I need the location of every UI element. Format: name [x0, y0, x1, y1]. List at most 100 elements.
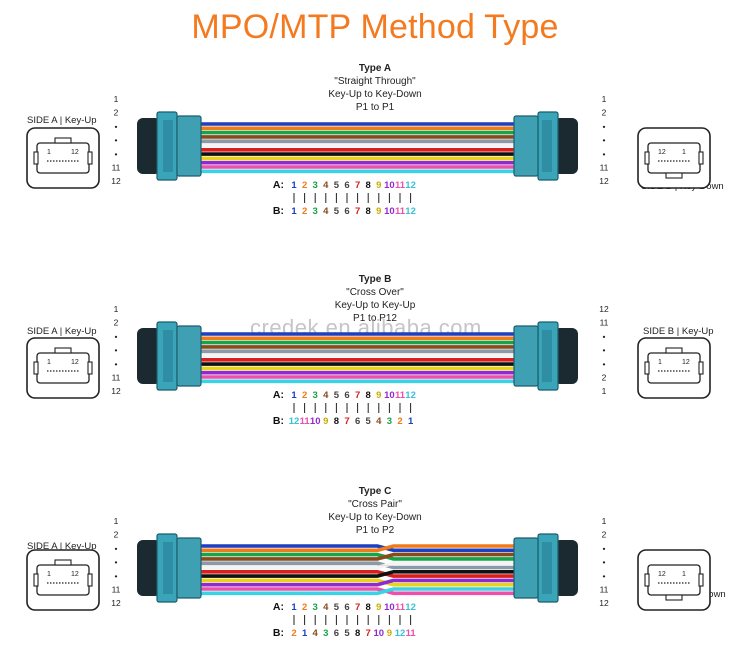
type-c-port-right-notch-right — [698, 573, 704, 587]
type-a-right-pin-1: 2 — [602, 108, 607, 118]
type-a-row-a-6: 6 — [344, 180, 349, 191]
type-a-port-left-notch-right — [87, 151, 93, 165]
type-c-row-a-7: 7 — [355, 602, 360, 613]
type-a-subtitle: "Straight Through" — [334, 76, 416, 87]
type-a-name: Type A — [358, 63, 392, 74]
type-b-connector-left-housing-2 — [176, 325, 202, 387]
type-a-row-a-5: 5 — [334, 180, 340, 191]
type-a-port-right-num-last: 1 — [682, 149, 686, 156]
type-c-row-b-11: 12 — [395, 628, 406, 639]
type-c-connector-left-boot — [137, 540, 161, 596]
type-b-port-right-key — [665, 347, 683, 354]
type-a-row-a-8: 8 — [366, 180, 371, 191]
type-c-port-left-num-first: 1 — [47, 571, 51, 578]
type-a-port-right: 12 1 — [637, 127, 711, 189]
type-a-key: Key-Up to Key-Down — [328, 89, 422, 100]
type-a-row-a-12: 12 — [405, 180, 416, 191]
type-b-subtitle: "Cross Over" — [346, 287, 404, 298]
type-c-row-b-1: 2 — [291, 628, 296, 639]
type-b-left-pin-0: 1 — [114, 304, 119, 314]
type-a-right-pin-2: • — [603, 121, 606, 131]
type-a-port-left-key — [54, 137, 72, 144]
type-c-port-left-num-last: 12 — [71, 571, 79, 578]
type-b-port-left-key — [54, 347, 72, 354]
type-c-name: Type C — [358, 486, 392, 497]
type-b-row-b-8: 5 — [366, 416, 372, 427]
type-c-row-a-10: 10 — [384, 602, 395, 613]
type-a-connector-left — [137, 111, 202, 181]
type-c-row-a-8: 8 — [366, 602, 371, 613]
type-c-row-a-12: 12 — [405, 602, 416, 613]
type-c-row-b-7: 8 — [355, 628, 360, 639]
type-a-port-right-notch-left — [644, 151, 650, 165]
type-c-port-left-notch-right — [87, 573, 93, 587]
type-a-port-right-notch-right — [698, 151, 704, 165]
type-b-right-pin-4: • — [603, 359, 606, 369]
type-b-left-pin-2: • — [115, 331, 118, 341]
type-b-left-pin-1: 2 — [114, 318, 119, 328]
type-b-right-pin-0: 12 — [599, 304, 609, 314]
type-a-connector-left-latch — [163, 120, 173, 172]
type-a-port-right-num-first: 12 — [658, 149, 666, 156]
type-c-left-pin-1: 2 — [114, 530, 119, 540]
type-a-row-b-7: 7 — [355, 206, 360, 217]
type-c-right-pin-4: • — [603, 571, 606, 581]
type-b-row-b-5: 8 — [334, 416, 339, 427]
type-a-row-b-10: 10 — [384, 206, 395, 217]
type-a-right-pin-5: 11 — [600, 163, 609, 173]
type-c-connector-left-housing-2 — [176, 537, 202, 599]
type-a-right-pin-6: 12 — [599, 176, 609, 186]
type-b-right-pin-1: 11 — [600, 318, 609, 328]
type-b-row-a-2: 2 — [302, 390, 307, 401]
type-a-left-label: SIDE A | Key-Up — [27, 115, 97, 126]
type-c-left-pin-0: 1 — [114, 516, 119, 526]
type-c-port-left-key — [54, 559, 72, 566]
type-c-heading: Type C "Cross Pair" Key-Up to Key-Down P… — [265, 485, 485, 537]
type-a-row-b-4: 4 — [323, 206, 329, 217]
type-a-connector-right — [513, 111, 578, 181]
type-a-right-pin-3: • — [603, 135, 606, 145]
type-c-row-b-label: B: — [273, 627, 284, 639]
type-c-left-pin-4: • — [115, 571, 118, 581]
type-c-right-pin-2: • — [603, 543, 606, 553]
type-a-left-pin-3: • — [115, 135, 118, 145]
type-a-row-b-3: 3 — [313, 206, 318, 217]
type-b-row-b-label: B: — [273, 415, 284, 427]
type-c-port-right-key — [665, 594, 683, 601]
type-a-row-b-label: B: — [273, 205, 284, 217]
type-b-port-right-notch-left — [644, 361, 650, 375]
type-b-port-right-num-last: 12 — [682, 359, 690, 366]
type-b-left-label: SIDE A | Key-Up — [27, 326, 97, 337]
type-b-row-a-4: 4 — [323, 390, 329, 401]
type-a-row-b-6: 6 — [344, 206, 349, 217]
type-c-fiber-4 — [197, 552, 574, 561]
page-title: MPO/MTP Method Type — [191, 8, 559, 46]
type-a-port-left-slot — [36, 142, 90, 174]
type-b-row-a-8: 8 — [366, 390, 371, 401]
type-b-left-pin-3: • — [115, 345, 118, 355]
type-b-row-b-1: 12 — [289, 416, 300, 427]
type-b-connector-right-latch — [542, 330, 552, 382]
type-b-row-a-5: 5 — [334, 390, 340, 401]
type-b-port-left-num-first: 1 — [47, 359, 51, 366]
type-b-row-a-11: 11 — [395, 390, 406, 401]
type-b-row-a-10: 10 — [384, 390, 395, 401]
type-b-row-a-3: 3 — [313, 390, 318, 401]
type-b-right-label: SIDE B | Key-Up — [643, 326, 714, 337]
type-b-right-pin-2: • — [603, 331, 606, 341]
type-c-connector-right — [513, 533, 578, 603]
type-b-row-b-3: 10 — [310, 416, 321, 427]
type-c-port-right-notch-left — [644, 573, 650, 587]
type-c-right-pin-5: 11 — [600, 585, 609, 595]
type-a-row-b-12: 12 — [405, 206, 416, 217]
type-a-heading: Type A "Straight Through" Key-Up to Key-… — [265, 62, 485, 114]
type-c-connector-right-latch — [542, 542, 552, 594]
type-a-port-left-notch-left — [33, 151, 39, 165]
type-a-left-pin-4: • — [115, 149, 118, 159]
type-b-port-right-num-first: 1 — [658, 359, 662, 366]
type-c-port-right-num-first: 12 — [658, 571, 666, 578]
type-c-port-left: 1 12 — [26, 549, 100, 611]
